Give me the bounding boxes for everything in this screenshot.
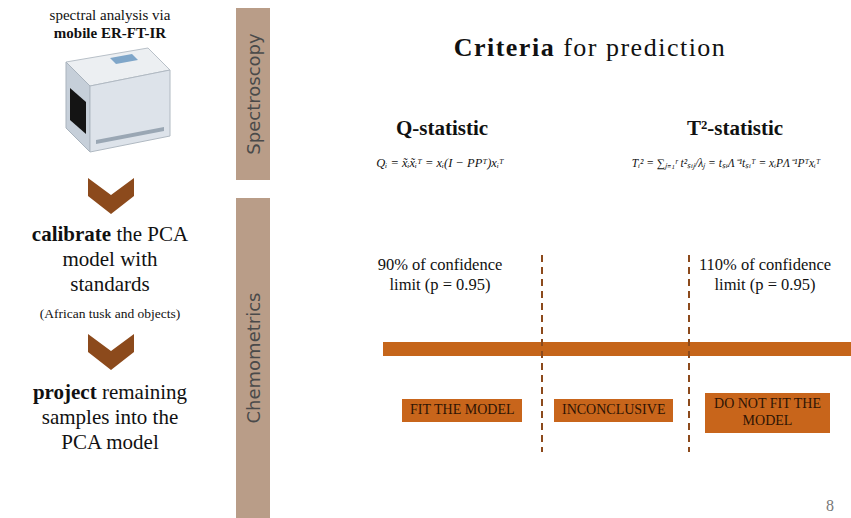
formula: Tᵢ² = ∑ⱼ₌₁ʳ t²ₛᵢⱼ/λⱼ = tₛᵢΛ⁻¹tₛᵢᵀ = xᵢPΛ…	[606, 157, 846, 171]
section-title: Chemometrics	[243, 293, 264, 424]
threshold-note: 90% of confidence limit (p = 0.95)	[368, 255, 513, 295]
result-box: INCONCLUSIVE	[554, 399, 673, 422]
device-slot	[110, 54, 138, 64]
step-text: spectral analysis via mobile ER-FT-IR	[30, 6, 190, 42]
flow-chevron	[88, 178, 134, 214]
scale-bar	[383, 342, 851, 356]
result-box: FIT THE MODEL	[402, 399, 522, 422]
device-front	[66, 62, 90, 152]
statistic-name: Q-statistic	[342, 116, 542, 141]
slide-title: Criteria for prediction	[390, 32, 790, 63]
text-run: Criteria	[454, 33, 556, 62]
section-title: Spectroscopy	[243, 33, 264, 154]
step-text: calibrate the PCA model with standards	[30, 222, 190, 298]
page-number: 8	[804, 496, 834, 515]
device-aperture	[70, 88, 86, 134]
threshold-line	[541, 255, 543, 452]
threshold-note: 110% of confidence limit (p = 0.95)	[693, 255, 838, 295]
step-note: (African tusk and objects)	[0, 306, 220, 322]
section-band: Chemometrics	[236, 198, 270, 518]
result-text: FIT THE MODEL	[410, 402, 514, 419]
device-base	[96, 127, 164, 144]
step-text: project remaining samples into the PCA m…	[25, 380, 195, 456]
text-run: calibrate	[32, 222, 111, 246]
text-run: spectral analysis via	[50, 7, 171, 23]
statistic-name: T²-statistic	[635, 116, 835, 141]
section-band: Spectroscopy	[236, 8, 270, 180]
text-run: project	[33, 380, 97, 404]
formula: Qᵢ = x̃ᵢx̃ᵢᵀ = xᵢ(I − PPᵀ)xᵢᵀ	[330, 156, 550, 171]
result-box: DO NOT FIT THE MODEL	[705, 393, 830, 433]
text-run: mobile ER-FT-IR	[54, 25, 166, 41]
spectrometer-icon	[66, 48, 170, 152]
result-text: INCONCLUSIVE	[562, 402, 665, 419]
text-run: for prediction	[555, 33, 726, 62]
result-text: DO NOT FIT THE MODEL	[713, 396, 822, 430]
device-side	[90, 70, 170, 152]
threshold-line	[688, 255, 690, 452]
flow-chevron	[88, 334, 134, 370]
